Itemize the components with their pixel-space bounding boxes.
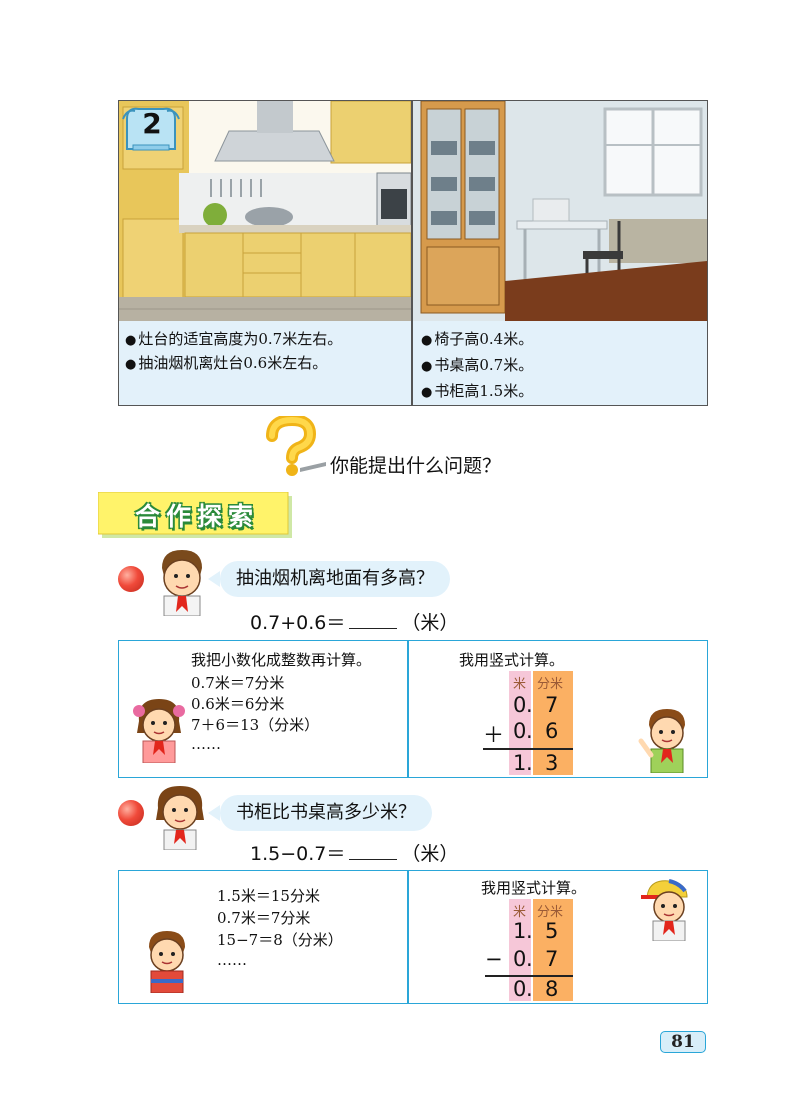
method-title: 我用竖式计算。	[481, 879, 587, 897]
equation-1: 0.7+0.6＝（米）	[250, 612, 459, 634]
calc-point: .	[526, 947, 533, 971]
bullet-icon: ●	[421, 333, 433, 348]
page-number: 81	[660, 1031, 706, 1053]
boy-pointing-avatar-icon	[638, 709, 685, 773]
bedroom-fact-2: ●书桌高0.7米。	[421, 356, 534, 374]
section-banner	[98, 492, 292, 538]
calc-result-digit: 8	[545, 977, 559, 1001]
photo-panel: 2 ●灶台的适宜高度为0.7米左右。 ●抽油烟机离灶台0.6米左右。 ●椅子高0…	[118, 100, 708, 406]
calc-dec-column	[533, 671, 573, 775]
kitchen-fact-1: ●灶台的适宜高度为0.7米左右。	[125, 330, 343, 348]
problem-number: 2	[142, 107, 162, 140]
problem-number-badge	[122, 107, 180, 151]
speech-bubble-2: 书柜比书桌高多少米？	[220, 795, 432, 831]
answer-blank-1[interactable]	[349, 612, 398, 629]
calc-difference-line	[485, 975, 573, 977]
work-box-divider	[407, 871, 409, 1003]
calc-digit: 0	[513, 693, 527, 717]
step-1: 1.5米＝15分米	[217, 887, 320, 905]
step-4: ……	[217, 951, 247, 969]
bullet-icon: ●	[421, 359, 433, 374]
calc-plus-sign: ＋	[483, 723, 504, 747]
calc-digit: 0	[513, 719, 527, 743]
calc-header-int: 米	[513, 905, 527, 920]
red-ball-icon	[118, 566, 144, 592]
bullet-icon: ●	[125, 357, 137, 372]
work-box-2: 1.5米＝15分米 0.7米＝7分米 15−7＝8（分米） …… 我用竖式计算。…	[118, 870, 708, 1004]
calc-digit: 0	[513, 947, 527, 971]
girl-avatar-icon	[133, 699, 185, 763]
equation-2: 1.5−0.7＝（米）	[250, 843, 459, 865]
girl-step-2: 0.6米＝6分米	[191, 695, 285, 713]
girl-avatar-icon	[156, 786, 204, 850]
boy-avatar-icon	[162, 550, 202, 616]
section-title: 合作探索	[134, 502, 259, 531]
kitchen-fact-2: ●抽油烟机离灶台0.6米左右。	[125, 354, 328, 372]
bedroom-photo	[413, 101, 707, 321]
bubble-tail	[208, 571, 220, 587]
girl-step-4: ……	[191, 735, 221, 753]
calc-header-int: 米	[513, 677, 527, 692]
calc-digit: 7	[545, 693, 559, 717]
girl-step-1: 0.7米＝7分米	[191, 674, 285, 692]
prompt-question: 你能提出什么问题？	[330, 455, 502, 477]
calc-point: .	[526, 751, 533, 775]
girl-step-3: 7＋6＝13（分米）	[191, 716, 320, 734]
calc-header-dec: 分米	[537, 905, 564, 920]
work-box-divider	[407, 641, 409, 777]
step-2: 0.7米＝7分米	[217, 909, 311, 927]
calc-point: .	[526, 977, 533, 1001]
bullet-icon: ●	[421, 385, 433, 400]
photo-divider	[411, 101, 413, 405]
calc-result-digit: 3	[545, 751, 559, 775]
bullet-icon: ●	[125, 333, 137, 348]
calc-result-digit: 1	[513, 751, 527, 775]
calc-header-dec: 分米	[537, 677, 564, 692]
boy-avatar-icon	[149, 931, 185, 993]
calc-digit: 7	[545, 947, 559, 971]
boy-cap-avatar-icon	[641, 879, 688, 941]
calc-digit: 6	[545, 719, 559, 743]
step-3: 15−7＝8（分米）	[217, 931, 343, 949]
calc-sum-line	[483, 748, 573, 750]
bubble-tail	[208, 805, 220, 821]
calc-minus-sign: −	[485, 947, 503, 971]
girl-method-title: 我把小数化成整数再计算。	[191, 651, 372, 669]
calc-digit: 1	[513, 919, 527, 943]
calc-point: .	[526, 719, 533, 743]
red-ball-icon	[118, 800, 144, 826]
calc-result-digit: 0	[513, 977, 527, 1001]
answer-blank-2[interactable]	[349, 843, 398, 860]
work-box-1: 我把小数化成整数再计算。 0.7米＝7分米 0.6米＝6分米 7＋6＝13（分米…	[118, 640, 708, 778]
boy-method-title: 我用竖式计算。	[459, 651, 565, 669]
calc-point: .	[526, 693, 533, 717]
calc-digit: 5	[545, 919, 559, 943]
bedroom-fact-1: ●椅子高0.4米。	[421, 330, 534, 348]
bedroom-fact-3: ●书柜高1.5米。	[421, 382, 534, 400]
calc-point: .	[526, 919, 533, 943]
question-mark-icon	[266, 416, 326, 476]
calc-dec-column	[533, 899, 573, 1001]
speech-bubble-1: 抽油烟机离地面有多高？	[220, 561, 450, 597]
